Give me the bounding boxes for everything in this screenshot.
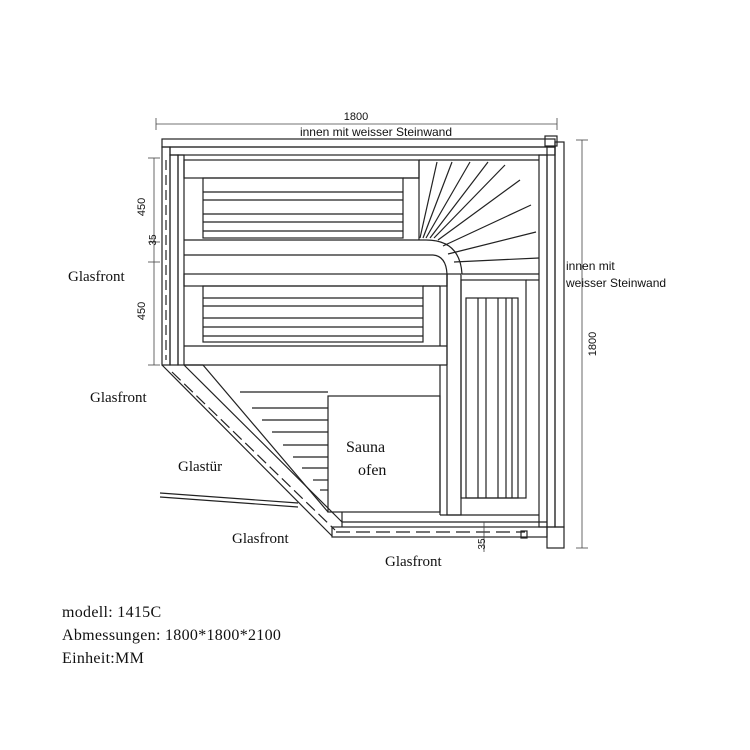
- bottom-gap-dimension-label: 35: [477, 538, 488, 550]
- right-wall: [538, 141, 565, 528]
- bottom-glass-front: [331, 512, 565, 549]
- oven-label-line2: ofen: [358, 462, 386, 479]
- upper-bench: [183, 159, 463, 275]
- sauna-oven: [327, 395, 441, 513]
- dimensions-spec: Abmessungen: 1800*1800*2100: [62, 627, 282, 644]
- lower-bench-dimension: 450: [136, 302, 148, 320]
- right-dimension-line: [576, 139, 588, 549]
- glass-door: [159, 492, 299, 508]
- right-wall-label-line2: weisser Steinwand: [565, 276, 666, 290]
- glass-left-label: Glasfront: [68, 269, 125, 285]
- unit-spec: Einheit:MM: [62, 650, 145, 667]
- upper-bench-dimension: 450: [136, 198, 148, 216]
- left-glass-frame: [161, 146, 185, 366]
- glass-door-label: Glastür: [178, 459, 222, 475]
- glass-bottom-left-label: Glasfront: [232, 531, 289, 547]
- model-spec: modell: 1415C: [62, 604, 162, 621]
- right-wall-label-line1: innen mit: [566, 259, 615, 273]
- top-dimension-line: [155, 118, 558, 130]
- right-depth-dimension: 1800: [587, 332, 599, 356]
- top-width-dimension: 1800: [344, 111, 368, 123]
- glass-diagonal-label: Glasfront: [90, 390, 147, 406]
- right-bench: [439, 273, 539, 516]
- corner-fan-bench: [419, 159, 540, 275]
- glass-bottom-label: Glasfront: [385, 554, 442, 570]
- top-wall-label: innen mit weisser Steinwand: [300, 125, 452, 139]
- left-bench-dimension-lines: [148, 157, 160, 366]
- oven-label-line1: Sauna: [346, 439, 385, 456]
- left-gap-dimension: 35: [148, 234, 159, 246]
- diagonal-glass-front: [161, 364, 343, 537]
- lower-left-bench: [183, 273, 448, 366]
